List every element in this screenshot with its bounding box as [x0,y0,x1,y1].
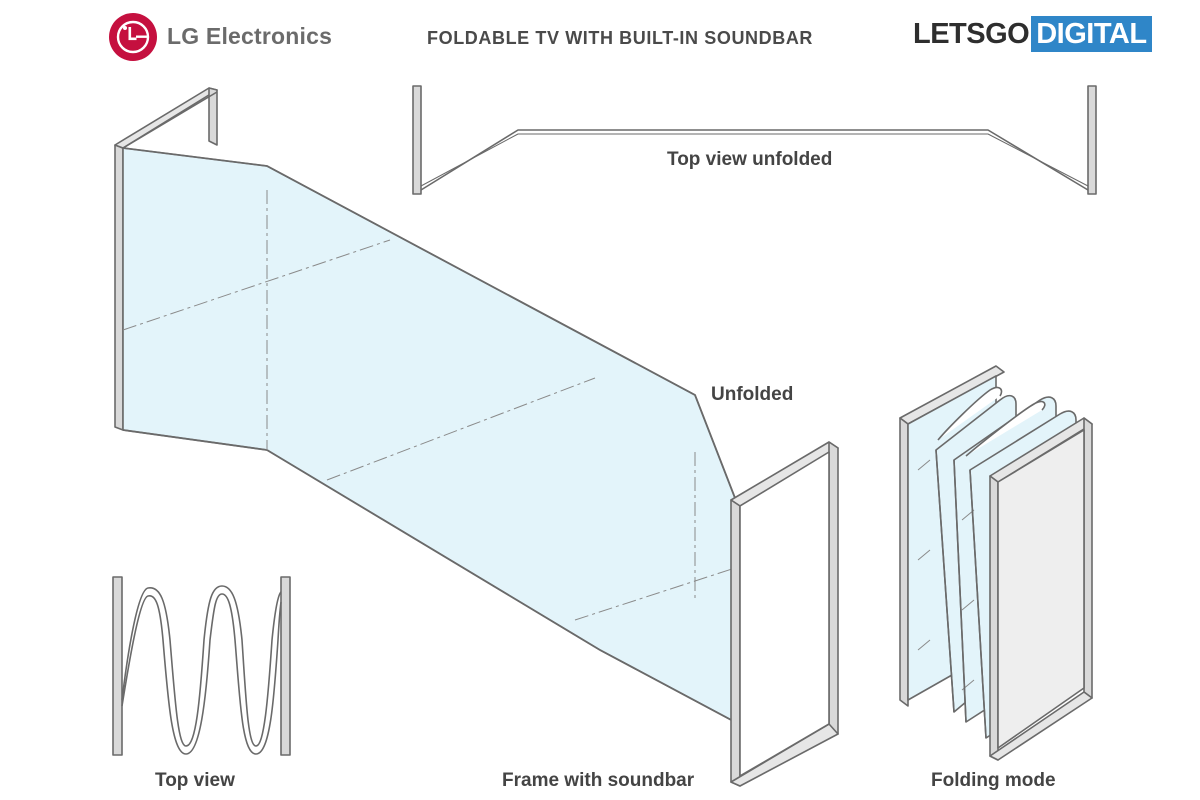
page-title: FOLDABLE TV WITH BUILT-IN SOUNDBAR [427,28,814,48]
top-view-unfolded-diagram [412,85,1097,195]
source-logo-part1: LETSGO [913,18,1030,50]
folding-mode-diagram [899,365,1093,761]
caption-top-view-unfolded: Top view unfolded [667,149,833,170]
top-view-diagram [112,576,291,756]
caption-top-view: Top view [155,770,235,791]
brand-name: LG Electronics [167,23,333,49]
screen-surface [122,147,736,723]
source-logo-part2: DIGITAL [1031,16,1152,52]
unfolded-tv-diagram [114,87,839,787]
caption-unfolded: Unfolded [711,384,794,405]
caption-folding-mode: Folding mode [931,770,1056,791]
caption-frame-with-soundbar: Frame with soundbar [502,770,695,791]
source-logo: LETSGO DIGITAL [913,16,1152,52]
lg-logo-icon [109,13,157,61]
